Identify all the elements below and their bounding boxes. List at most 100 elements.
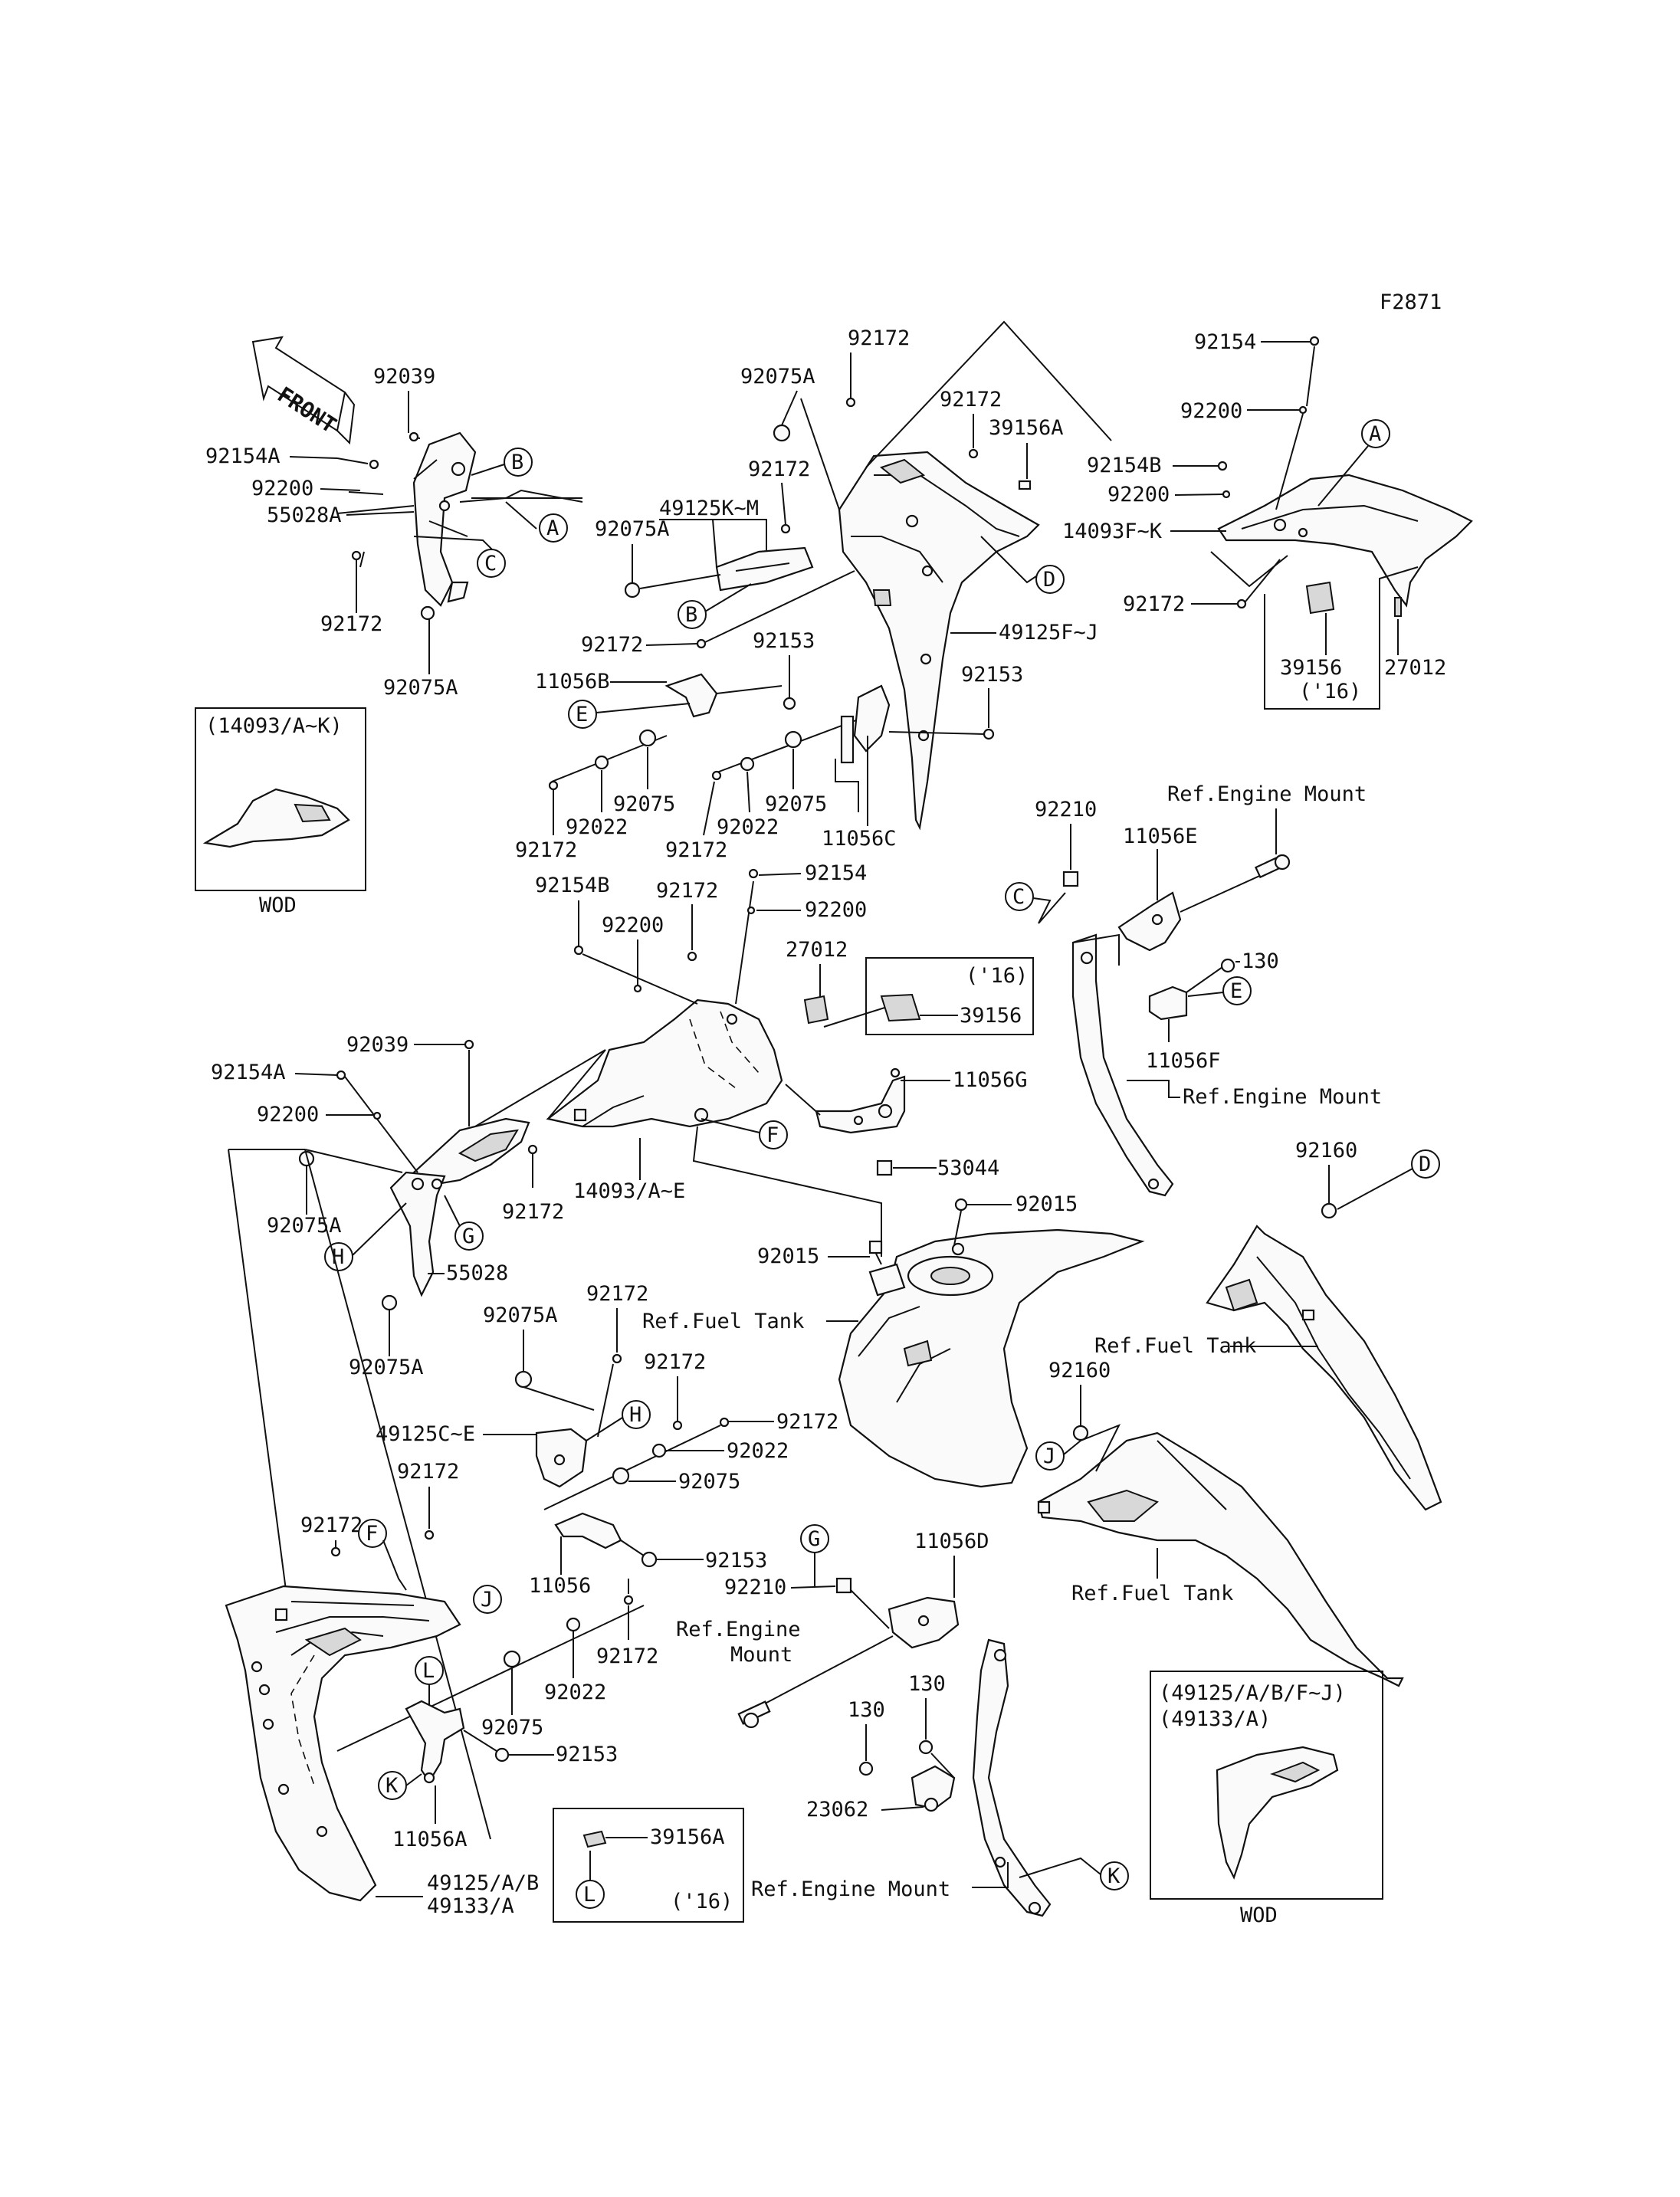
callout-box-39156-top-right — [1264, 566, 1419, 710]
label-92210-lower: 92210 — [724, 1576, 786, 1599]
bolt-engine-mount-lower — [737, 1700, 771, 1729]
label-92022-lower: 92022 — [727, 1439, 789, 1463]
label-92172-top-center: 92172 — [848, 326, 910, 350]
bracket-11056G — [815, 1075, 906, 1134]
svg-text:D: D — [1043, 568, 1055, 592]
svg-text:G: G — [462, 1225, 474, 1248]
callout-L-inset: L — [576, 1880, 605, 1909]
inset-49125-title-1: (49125/A/B/F~J) — [1159, 1681, 1346, 1705]
label-11056G: 11056G — [953, 1068, 1028, 1092]
label-11056D: 11056D — [914, 1530, 989, 1553]
label-92200-top-right: 92200 — [1180, 399, 1242, 423]
label-92200-center: 92200 — [602, 913, 664, 937]
front-label: FRONT — [273, 382, 341, 438]
label-92075A-lower: 92075A — [483, 1303, 558, 1327]
bracket-92015 — [868, 1263, 906, 1297]
callout-C-top-left: C — [477, 549, 506, 578]
label-ref-fuel-tank-center: Ref.Fuel Tank — [642, 1310, 804, 1333]
label-92075-mid: 92075 — [765, 792, 827, 816]
label-ref-engine-mount-bottom: Ref.Engine Mount — [751, 1877, 950, 1901]
inset-49125-wod: WOD — [1240, 1904, 1278, 1927]
callout-K-lower-right: K — [1100, 1861, 1129, 1890]
svg-text:J: J — [1043, 1444, 1055, 1468]
bracket-11056A — [405, 1700, 465, 1784]
label-92154B-center: 92154B — [535, 874, 610, 897]
svg-text:H: H — [629, 1403, 641, 1427]
label-92160-lower: 92160 — [1048, 1359, 1111, 1382]
label-49125F-J: 49125F~J — [999, 621, 1098, 644]
svg-text:B: B — [511, 451, 523, 474]
svg-text:A: A — [546, 516, 559, 540]
label-11056C: 11056C — [822, 827, 897, 851]
svg-text:K: K — [386, 1774, 399, 1798]
inset-39156-16 — [865, 957, 1034, 1035]
label-92075-left: 92075 — [613, 792, 675, 816]
label-92153-lower-center: 92153 — [705, 1549, 767, 1572]
fuel-tank-cover-lower-right — [1037, 1431, 1404, 1687]
label-16-top-right: ('16) — [1299, 680, 1361, 703]
callout-F-lower: F — [358, 1519, 387, 1548]
svg-text:L: L — [422, 1659, 435, 1683]
inset-14093-title: (14093/A~K) — [205, 714, 343, 738]
svg-text:G: G — [808, 1527, 820, 1551]
figure-code: F2871 — [1380, 290, 1442, 314]
label-92039-top: 92039 — [373, 365, 435, 389]
label-49133-A: 49133/A — [427, 1894, 514, 1918]
label-92154A-left: 92154A — [211, 1061, 286, 1084]
inset-14093 — [195, 707, 366, 891]
callout-J-right: J — [1035, 1441, 1065, 1471]
svg-text:C: C — [1012, 885, 1025, 909]
bracket-55028A — [412, 431, 477, 607]
label-92075-lower-2: 92075 — [481, 1716, 543, 1740]
engine-mount-bracket-lower — [972, 1638, 1052, 1917]
side-panel-14093A-E — [546, 998, 783, 1128]
label-92154-top-right: 92154 — [1194, 330, 1256, 354]
label-39156-top-right: 39156 — [1280, 656, 1342, 680]
inset-14093-wod: WOD — [259, 894, 297, 917]
bracket-49125K-M — [715, 546, 814, 592]
label-27012-center: 27012 — [786, 938, 848, 962]
callout-D-top: D — [1035, 565, 1065, 594]
svg-text:L: L — [583, 1883, 596, 1907]
label-92172-center-5: 92172 — [656, 879, 718, 903]
svg-text:F: F — [766, 1123, 779, 1147]
label-ref-engine-mount-lower-1: Ref.Engine — [676, 1618, 801, 1641]
bracket-55028 — [389, 1171, 446, 1297]
engine-mount-bracket-upper — [1071, 933, 1174, 1197]
label-92153-center: 92153 — [753, 629, 815, 653]
label-92200-left: 92200 — [257, 1103, 319, 1126]
label-39156A-lower: 39156A — [650, 1825, 725, 1849]
svg-text:J: J — [481, 1588, 493, 1612]
callout-E-right: E — [1222, 976, 1252, 1005]
label-130-upper: 130 — [1242, 949, 1279, 973]
svg-text:K: K — [1107, 1864, 1121, 1888]
label-92172-left-bottom: 92172 — [515, 838, 577, 862]
callout-A-top-right: A — [1361, 419, 1390, 448]
label-49125C-E: 49125C~E — [376, 1422, 475, 1446]
bracket-49125C-E — [535, 1428, 588, 1488]
label-92075A-top-center: 92075A — [740, 365, 815, 389]
label-92075A-left-low: 92075A — [349, 1356, 424, 1379]
label-49125K-M: 49125K~M — [659, 497, 759, 520]
bracket-23062 — [911, 1765, 956, 1812]
label-92154A-top: 92154A — [205, 444, 281, 468]
callout-B-top-left: B — [504, 448, 533, 477]
label-ref-fuel-tank-lower: Ref.Fuel Tank — [1071, 1582, 1233, 1605]
side-panel-14093F-K — [1217, 474, 1473, 608]
label-39156-center: 39156 — [960, 1004, 1022, 1028]
label-92022-left: 92022 — [566, 815, 628, 839]
label-27012-top-right: 27012 — [1384, 656, 1446, 680]
bracket-11056D — [888, 1596, 960, 1649]
svg-text:A: A — [1369, 422, 1381, 446]
label-92075A-left-top: 92075A — [383, 676, 458, 700]
callout-H-center: H — [622, 1400, 651, 1429]
label-92039-left: 92039 — [346, 1033, 409, 1057]
inset-49125-title-2: (49133/A) — [1159, 1707, 1271, 1731]
bracket-11056 — [554, 1512, 622, 1549]
label-92172-lower-2: 92172 — [644, 1350, 706, 1374]
label-92015-right: 92015 — [1016, 1192, 1078, 1216]
label-92172-lower-left-2: 92172 — [397, 1460, 459, 1484]
label-14093F-K: 14093F~K — [1062, 520, 1163, 543]
label-92022-lower-2: 92022 — [544, 1681, 606, 1704]
label-14093A-E: 14093/A~E — [573, 1179, 685, 1203]
